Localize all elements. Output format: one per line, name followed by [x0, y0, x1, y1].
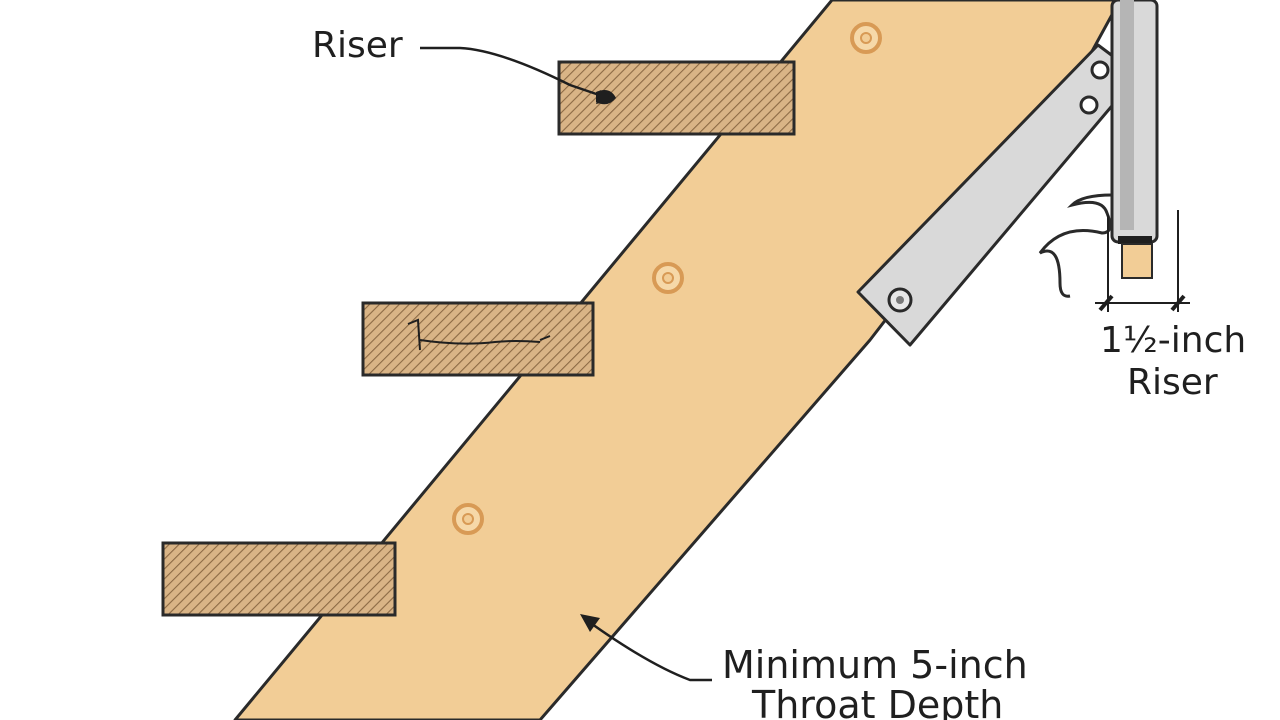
throat-arrowhead: [580, 614, 600, 632]
riser-dimension-label: 1½-inch: [1100, 320, 1246, 361]
screw-top: [850, 22, 882, 54]
screw-bottom: [452, 503, 484, 535]
hanger-bracket: [856, 0, 1159, 347]
tread-middle: [361, 301, 595, 377]
throat-leader-line: [591, 622, 712, 682]
riser-dimension-sublabel: Riser: [1127, 362, 1218, 403]
screw-middle: [652, 262, 684, 294]
bracket-bolt-2: [1079, 95, 1099, 115]
bracket-bolt-1: [1090, 60, 1110, 80]
throat-depth-label-line1: Minimum 5-inch: [722, 643, 1028, 687]
riser-label: Riser: [312, 25, 403, 66]
dimension-marker: [1095, 210, 1190, 312]
throat-depth-label-line2: Throat Depth: [751, 683, 1003, 720]
tread-top: [557, 60, 796, 136]
stringer-board: [233, 0, 1122, 720]
tread-middle-scribble: [407, 318, 551, 351]
riser-arrowhead: [596, 90, 614, 104]
tread-bottom: [161, 541, 397, 617]
riser-leader-line: [420, 46, 609, 100]
